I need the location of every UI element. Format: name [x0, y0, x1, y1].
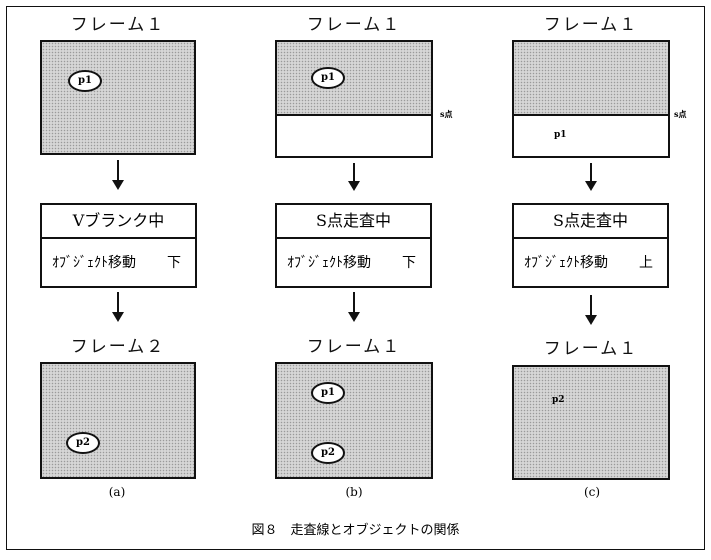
arrow-down: [585, 163, 597, 191]
direction: 上: [639, 255, 653, 271]
figure-border: [6, 6, 705, 550]
direction: 下: [167, 255, 181, 271]
label-b: (b): [345, 485, 363, 499]
action-label: ｵﾌﾞｼﾞｪｸﾄ移動: [524, 255, 608, 271]
frame-c-bottom: p2: [512, 365, 670, 480]
frame-c-top: p1: [512, 40, 670, 158]
arrow-down: [348, 292, 360, 322]
arrow-down: [348, 163, 360, 191]
state-action: ｵﾌﾞｼﾞｪｸﾄ移動 下: [277, 239, 430, 287]
direction: 下: [402, 255, 416, 271]
object-p2: p2: [311, 442, 345, 464]
label-c: (c): [583, 485, 601, 499]
s-point-label: s点: [440, 109, 453, 119]
state-box-c: S点走査中 ｵﾌﾞｼﾞｪｸﾄ移動 上: [512, 203, 669, 288]
frame-a-top: p1: [40, 40, 196, 155]
action-label: ｵﾌﾞｼﾞｪｸﾄ移動: [52, 255, 136, 271]
arrow-down: [112, 160, 124, 190]
figure-caption: 図８ 走査線とオブジェクトの関係: [251, 523, 460, 538]
frame-title-c-bottom: フレーム１: [543, 339, 639, 359]
state-title: S点走査中: [277, 205, 430, 239]
object-p1: p1: [311, 67, 345, 89]
frame-title-c-top: フレーム１: [543, 15, 639, 35]
state-title: S点走査中: [514, 205, 667, 239]
scan-line-s: [514, 114, 668, 156]
object-p1: p1: [554, 130, 567, 140]
label-a: (a): [108, 485, 126, 499]
frame-title-b-bottom: フレーム１: [306, 337, 402, 357]
state-title: Vブランク中: [42, 205, 195, 239]
state-box-b: S点走査中 ｵﾌﾞｼﾞｪｸﾄ移動 下: [275, 203, 432, 288]
action-label: ｵﾌﾞｼﾞｪｸﾄ移動: [287, 255, 371, 271]
frame-b-bottom: p1 p2: [275, 362, 433, 479]
state-action: ｵﾌﾞｼﾞｪｸﾄ移動 下: [42, 239, 195, 287]
state-box-a: Vブランク中 ｵﾌﾞｼﾞｪｸﾄ移動 下: [40, 203, 197, 288]
scan-line-s: [277, 114, 431, 156]
frame-title-a-bottom: フレーム２: [70, 337, 166, 357]
frame-a-bottom: p2: [40, 362, 196, 479]
frame-title-a-top: フレーム１: [70, 15, 166, 35]
frame-b-top: p1: [275, 40, 433, 158]
object-p1: p1: [68, 70, 102, 92]
s-point-label: s点: [674, 109, 687, 119]
object-p2: p2: [66, 432, 100, 454]
arrow-down: [585, 295, 597, 325]
object-p1: p1: [311, 382, 345, 404]
arrow-down: [112, 292, 124, 322]
frame-title-b-top: フレーム１: [306, 15, 402, 35]
object-p2: p2: [552, 395, 565, 405]
state-action: ｵﾌﾞｼﾞｪｸﾄ移動 上: [514, 239, 667, 287]
